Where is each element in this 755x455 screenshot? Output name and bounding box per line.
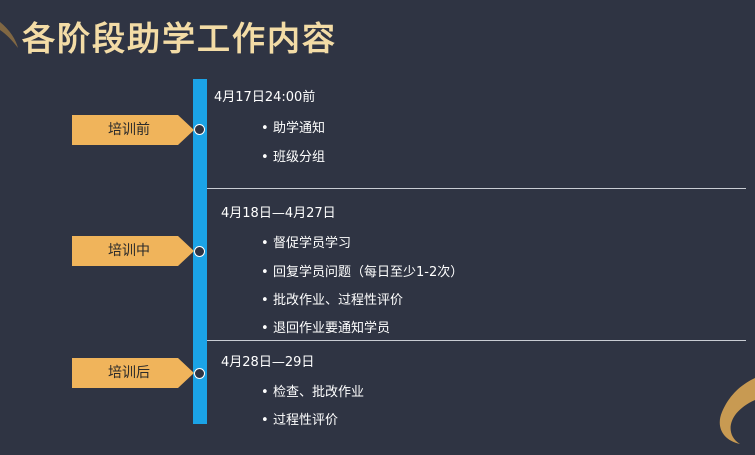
- bullet-glyph: •: [261, 150, 269, 165]
- stage-tag-before: 培训前: [72, 115, 194, 145]
- task-text: 过程性评价: [273, 413, 339, 428]
- stage-label: 培训后: [108, 365, 150, 381]
- stage-date: 4月18日—4月27日: [221, 206, 336, 221]
- task-text: 退回作业要通知学员: [273, 321, 391, 336]
- list-item: • 过程性评价: [261, 409, 338, 428]
- stage-tag-after: 培训后: [72, 358, 194, 388]
- bullet-glyph: •: [261, 413, 269, 428]
- tag-arrow-shape: [72, 115, 194, 145]
- task-text: 回复学员问题（每日至少1-2次）: [273, 265, 464, 280]
- list-item: • 督促学员学习: [261, 232, 351, 251]
- stage-label: 培训中: [108, 243, 150, 259]
- timeline-node-during: [194, 246, 205, 257]
- tag-arrow-shape: [72, 236, 194, 266]
- timeline-node-after: [194, 368, 205, 379]
- list-item: • 检查、批改作业: [261, 381, 364, 400]
- task-text: 班级分组: [273, 150, 326, 165]
- tag-arrow-shape: [72, 358, 194, 388]
- task-text: 批改作业、过程性评价: [273, 293, 404, 308]
- list-item: • 班级分组: [261, 146, 325, 165]
- bullet-glyph: •: [261, 293, 269, 308]
- section-divider: [207, 340, 746, 341]
- bullet-glyph: •: [261, 321, 269, 336]
- bullet-glyph: •: [261, 121, 269, 136]
- bullet-glyph: •: [261, 236, 269, 251]
- timeline-node-before: [194, 124, 205, 135]
- task-text: 检查、批改作业: [273, 385, 365, 400]
- stage-date: 4月28日—29日: [221, 355, 315, 370]
- stage-tag-during: 培训中: [72, 236, 194, 266]
- page-title: 各阶段助学工作内容: [22, 19, 337, 58]
- task-text: 助学通知: [273, 121, 326, 136]
- bullet-glyph: •: [261, 385, 269, 400]
- list-item: • 助学通知: [261, 117, 325, 136]
- list-item: • 回复学员问题（每日至少1-2次）: [261, 261, 463, 280]
- list-item: • 退回作业要通知学员: [261, 317, 390, 336]
- list-item: • 批改作业、过程性评价: [261, 289, 403, 308]
- stage-label: 培训前: [108, 122, 150, 138]
- section-divider: [207, 188, 746, 189]
- bullet-glyph: •: [261, 265, 269, 280]
- stage-date: 4月17日24:00前: [214, 90, 316, 105]
- task-text: 督促学员学习: [273, 236, 352, 251]
